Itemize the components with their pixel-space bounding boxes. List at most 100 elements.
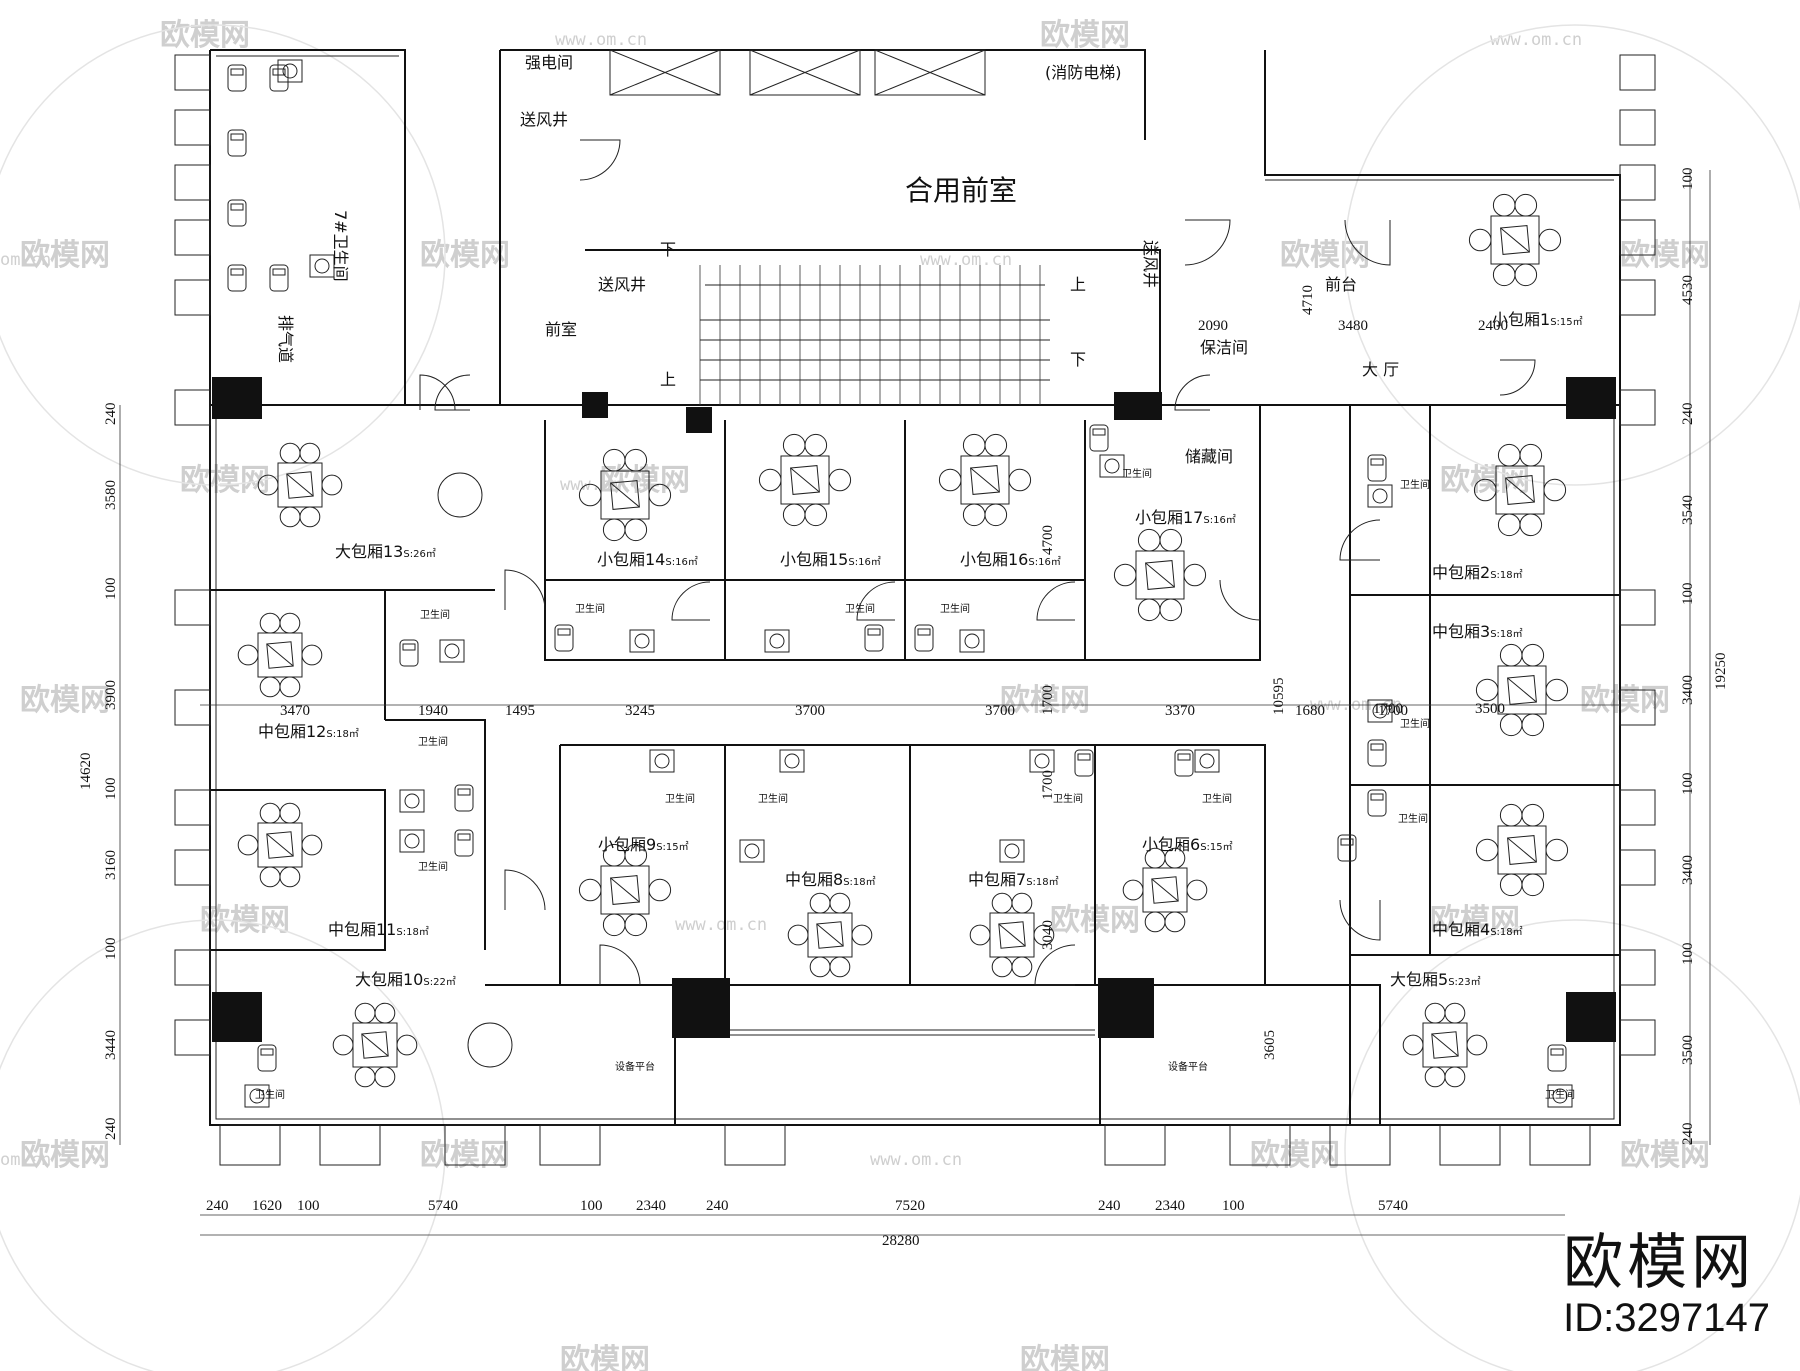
watermark-logo: 欧模网 (1040, 18, 1130, 53)
table-set (578, 448, 672, 542)
dim-bottom: 240 (706, 1198, 729, 1214)
partitions (210, 405, 1620, 1125)
dim-left: 3440 (103, 1030, 119, 1060)
watermark-text: 欧模网 (180, 463, 270, 498)
outer-walls (209, 49, 1621, 1126)
wc-label: 卫生间 (1122, 467, 1152, 480)
watermark-logo: 欧模网 (1020, 1343, 1110, 1371)
watermark-text: 欧模网 (1580, 683, 1670, 718)
door-swing (1174, 374, 1211, 411)
toilet-fixture (269, 64, 289, 92)
watermark-url: www.om.cn (560, 475, 652, 495)
watermark-circle (1344, 24, 1800, 486)
label-hall-front: 合用前室 (905, 174, 1017, 207)
wc-label: 卫生间 (575, 602, 605, 615)
label-equip2: 设备平台 (1168, 1060, 1208, 1073)
watermark-url: www.om.cn (1490, 30, 1582, 50)
label-reception: 前台 (1325, 275, 1357, 294)
sink-fixture (779, 749, 805, 773)
label-storage: 储藏间 (1185, 447, 1233, 466)
toilet-fixture (399, 639, 419, 667)
dim-inner: 4710 (1300, 285, 1316, 315)
window-bay (174, 589, 211, 626)
window-bay (444, 1124, 506, 1166)
sink-fixture (309, 254, 335, 278)
door-swing (579, 139, 621, 181)
dim-left: 3580 (103, 480, 119, 510)
door-swing (1034, 944, 1076, 986)
sink-fixture (649, 749, 675, 773)
toilet-fixture (227, 64, 247, 92)
window-bay (174, 164, 211, 201)
dim-right: 3400 (1680, 855, 1696, 885)
window-bay (174, 389, 211, 426)
dim-mid: 3370 (1165, 703, 1195, 719)
sink-fixture (764, 629, 790, 653)
dim-bottom: 240 (1098, 1198, 1121, 1214)
dim-right: 240 (1680, 1123, 1696, 1146)
window-bay (1619, 279, 1656, 316)
door-swing (504, 869, 546, 911)
label-exhaust: 排气道 (276, 315, 295, 363)
wc-label: 卫生间 (1398, 812, 1428, 825)
window-bay (1619, 109, 1656, 146)
label-up1: 上 (660, 370, 676, 389)
wc-labels: 卫生间 卫生间 卫生间 卫生间 卫生间 卫生间 卫生间 卫生间 卫生间 卫生间 … (255, 467, 1575, 1101)
wc-label: 卫生间 (758, 792, 788, 805)
room-label-2: 中包厢2S:18㎡ (1432, 563, 1523, 582)
table-set (237, 802, 323, 888)
dim-left: 100 (103, 578, 119, 601)
elevator-shafts (609, 49, 986, 96)
watermark-url: www.om.cn (870, 1150, 962, 1170)
watermark-text: 欧模网 (1620, 1138, 1710, 1173)
table-set (938, 433, 1032, 527)
watermark-text: 欧模网 (20, 683, 110, 718)
watermark-logo: 欧模网 (160, 18, 250, 53)
wc-label: 卫生间 (845, 602, 875, 615)
toilet-fixture (1089, 424, 1109, 452)
label-front-room: 前室 (545, 320, 577, 339)
toilet-fixture (1337, 834, 1357, 862)
dim-inner: 2090 (1198, 318, 1228, 334)
dim-right: 100 (1680, 168, 1696, 191)
watermark-circle (0, 24, 446, 486)
toilet-fixture (864, 624, 884, 652)
dim-left: 3900 (103, 680, 119, 710)
sink-fixture (1194, 749, 1220, 773)
window-bay (1619, 219, 1656, 256)
dining-table-sets (237, 193, 1569, 1088)
table-set (969, 892, 1055, 978)
dim-inner: 3480 (1338, 318, 1368, 334)
toilet-fixture (227, 129, 247, 157)
dim-bottom: 100 (580, 1198, 603, 1214)
sink-fixture (959, 629, 985, 653)
toilet-fixture (227, 199, 247, 227)
room-label-7: 中包厢7S:18㎡ (968, 870, 1059, 889)
watermark-logo: 欧模网 (1440, 463, 1530, 498)
watermark-text: 欧模网 (1440, 463, 1530, 498)
window-bay (1619, 789, 1656, 826)
window-bay (1104, 1124, 1166, 1166)
room-label-15: 小包厢15S:16㎡ (780, 550, 881, 569)
dim-bottom: 2340 (1155, 1198, 1185, 1214)
window-bay (174, 54, 211, 91)
table-set (1475, 643, 1569, 737)
label-air-shaft-mid: 送风井 (598, 275, 646, 294)
watermark-text: 欧模网 (600, 463, 690, 498)
table-set (787, 892, 873, 978)
window-bay (174, 949, 211, 986)
toilet-fixtures (227, 59, 1573, 1108)
round-table (437, 472, 483, 518)
toilet-fixture (1547, 1044, 1567, 1072)
watermark-text: 欧模网 (1430, 903, 1520, 938)
window-bay (1619, 389, 1656, 426)
window-bay (1619, 54, 1656, 91)
dim-mid: 1680 (1295, 703, 1325, 719)
window-bay (1439, 1124, 1501, 1166)
wc-label: 卫生间 (1400, 478, 1430, 491)
watermark-logo: 欧模网 (20, 1138, 110, 1173)
dim-left: 240 (103, 1118, 119, 1141)
dim-bottom: 2340 (636, 1198, 666, 1214)
sink-fixture (1029, 749, 1055, 773)
wc-label: 卫生间 (418, 860, 448, 873)
